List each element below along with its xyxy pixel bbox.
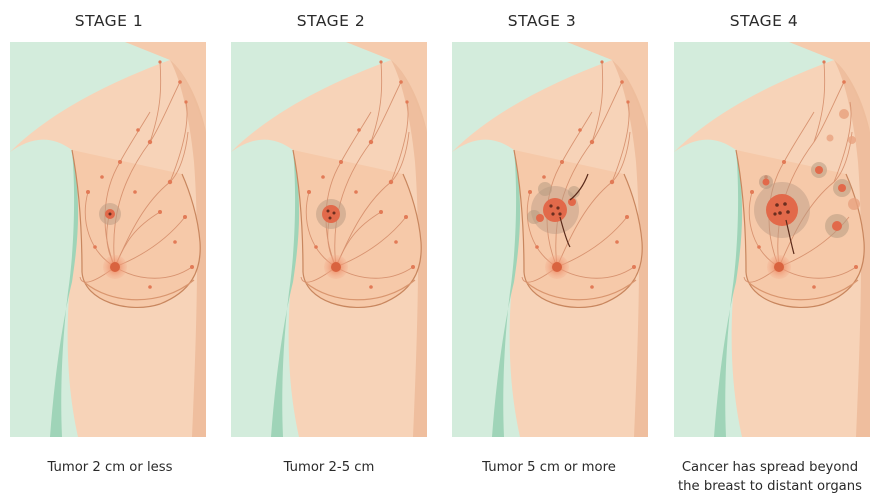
stage-2-title: STAGE 2 <box>241 12 421 30</box>
underarm-gap <box>231 140 299 437</box>
stage-1-illustration <box>10 42 206 437</box>
stage-4-title: STAGE 4 <box>674 12 854 30</box>
stage-4-illustration <box>674 42 870 437</box>
stage-1-caption-line-1: Tumor 2 cm or less <box>0 458 220 477</box>
underarm-gap <box>10 140 78 437</box>
stage-1-title: STAGE 1 <box>19 12 199 30</box>
stage-2-illustration <box>231 42 427 437</box>
stage-1-caption: Tumor 2 cm or less <box>0 458 220 477</box>
stage-3-caption: Tumor 5 cm or more <box>439 458 659 477</box>
underarm-gap <box>452 140 520 437</box>
stage-4-caption-line-1: Cancer has spread beyond <box>660 458 880 477</box>
stage-3-illustration <box>452 42 648 437</box>
tumor <box>322 205 340 223</box>
underarm-gap <box>674 140 742 437</box>
stage-2-caption: Tumor 2-5 cm <box>219 458 439 477</box>
stage-4-caption-line-2: the breast to distant organs <box>660 477 880 496</box>
stage-4-caption: Cancer has spread beyond the breast to d… <box>660 458 880 496</box>
stage-3-caption-line-1: Tumor 5 cm or more <box>439 458 659 477</box>
stage-3-title: STAGE 3 <box>452 12 632 30</box>
stage-2-caption-line-1: Tumor 2-5 cm <box>219 458 439 477</box>
